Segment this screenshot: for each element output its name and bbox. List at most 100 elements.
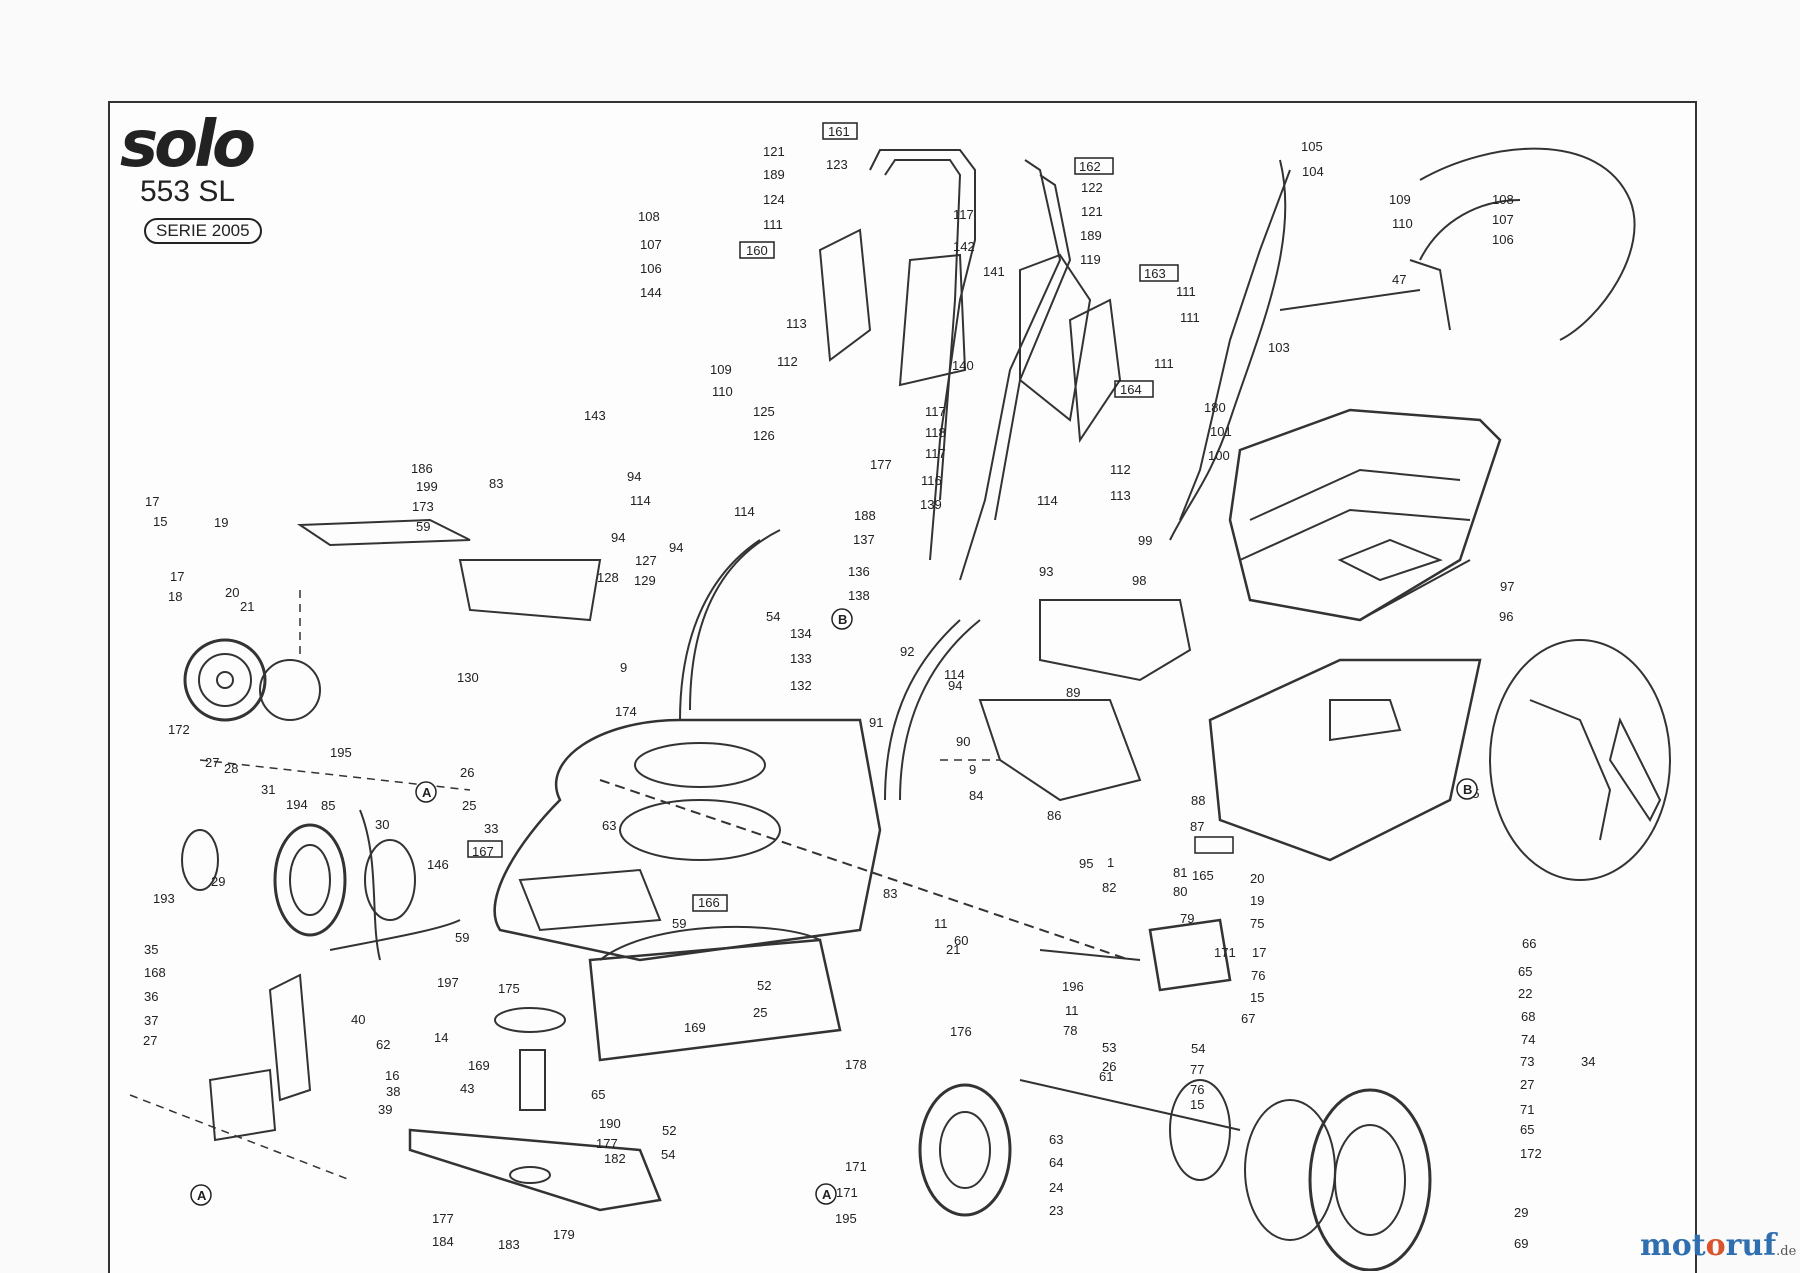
part-label: 35 bbox=[144, 942, 158, 957]
part-label: 117 bbox=[925, 446, 946, 461]
part-label: 82 bbox=[1102, 880, 1116, 895]
part-label: 99 bbox=[1138, 533, 1152, 548]
part-label: B bbox=[1463, 782, 1472, 797]
part-label: 111 bbox=[763, 217, 783, 232]
part-label: 27 bbox=[1520, 1077, 1534, 1092]
part-label: 22 bbox=[1518, 986, 1532, 1001]
part-label: 59 bbox=[672, 916, 686, 931]
part-label: 59 bbox=[416, 519, 430, 534]
serie-badge: SERIE 2005 bbox=[144, 218, 262, 244]
part-label: A bbox=[197, 1188, 207, 1203]
detail-ref-circle bbox=[190, 1184, 212, 1206]
part-label: 33 bbox=[484, 821, 498, 836]
part-label: 114 bbox=[1037, 493, 1058, 508]
part-label: 162 bbox=[1079, 159, 1101, 174]
part-label: 101 bbox=[1210, 424, 1232, 439]
part-label: 20 bbox=[225, 585, 239, 600]
part-label: 9 bbox=[969, 762, 976, 777]
part-label: B bbox=[838, 612, 847, 627]
part-label: 59 bbox=[455, 930, 469, 945]
part-label: 164 bbox=[1120, 382, 1142, 397]
part-label: 24 bbox=[1049, 1180, 1063, 1195]
watermark-part2: o bbox=[1705, 1228, 1726, 1263]
part-label: 167 bbox=[472, 844, 494, 859]
part-label: 21 bbox=[240, 599, 254, 614]
part-label: 142 bbox=[953, 239, 975, 254]
part-label: 53 bbox=[1102, 1040, 1116, 1055]
brand-logo: solo bbox=[120, 108, 256, 182]
part-label: 169 bbox=[468, 1058, 490, 1073]
part-label: 141 bbox=[983, 264, 1005, 279]
part-label: 100 bbox=[1208, 448, 1230, 463]
part-label: 69 bbox=[1514, 1236, 1528, 1251]
part-label: 171 bbox=[1214, 945, 1236, 960]
part-label: 65 bbox=[591, 1087, 605, 1102]
part-label: 52 bbox=[757, 978, 771, 993]
part-label: 88 bbox=[1191, 793, 1205, 808]
part-label: 174 bbox=[615, 704, 637, 719]
part-label: 68 bbox=[1521, 1009, 1535, 1024]
motoruf-watermark: motoruf.de bbox=[1640, 1228, 1796, 1263]
part-label: 179 bbox=[553, 1227, 575, 1242]
part-label: 21 bbox=[946, 942, 960, 957]
part-label: 121 bbox=[1081, 204, 1103, 219]
part-label: 27 bbox=[143, 1033, 157, 1048]
part-label: 133 bbox=[790, 651, 812, 666]
part-label: 63 bbox=[1049, 1132, 1063, 1147]
part-label: 17 bbox=[1252, 945, 1266, 960]
part-label: 194 bbox=[286, 797, 308, 812]
part-label: 71 bbox=[1520, 1102, 1534, 1117]
part-label: 140 bbox=[952, 358, 974, 373]
part-label: 112 bbox=[777, 354, 798, 369]
part-label: 130 bbox=[457, 670, 479, 685]
part-label: 172 bbox=[1520, 1146, 1542, 1161]
part-label: 64 bbox=[1049, 1155, 1063, 1170]
part-label: 126 bbox=[753, 428, 775, 443]
part-label: 119 bbox=[1080, 252, 1101, 267]
part-label: 137 bbox=[853, 532, 875, 547]
part-label: 125 bbox=[753, 404, 775, 419]
part-label: 19 bbox=[1250, 893, 1264, 908]
part-label: 114 bbox=[734, 504, 755, 519]
part-label: 62 bbox=[376, 1037, 390, 1052]
part-label: 25 bbox=[462, 798, 476, 813]
part-label: 112 bbox=[1110, 462, 1131, 477]
part-label: 190 bbox=[599, 1116, 621, 1131]
detail-ref-circle bbox=[415, 781, 437, 803]
part-label: 180 bbox=[1204, 400, 1226, 415]
part-label: 106 bbox=[1492, 232, 1514, 247]
part-label: 171 bbox=[836, 1185, 858, 1200]
model-name: 553 SL bbox=[140, 175, 236, 208]
part-label: 97 bbox=[1500, 579, 1514, 594]
part-label: 75 bbox=[1250, 916, 1264, 931]
part-label: 19 bbox=[214, 515, 228, 530]
part-label: 65 bbox=[1520, 1122, 1534, 1137]
part-label: 66 bbox=[1522, 936, 1536, 951]
part-label: 108 bbox=[1492, 192, 1514, 207]
part-label: 67 bbox=[1241, 1011, 1255, 1026]
part-label: 160 bbox=[746, 243, 768, 258]
part-label: 83 bbox=[489, 476, 503, 491]
watermark-part3: ruf bbox=[1725, 1228, 1777, 1263]
part-label: 113 bbox=[786, 316, 807, 331]
part-label: 87 bbox=[1190, 819, 1204, 834]
detail-ref-circle bbox=[1456, 778, 1478, 800]
part-label: 177 bbox=[432, 1211, 454, 1226]
part-label: 114 bbox=[944, 667, 965, 682]
part-label: 40 bbox=[351, 1012, 365, 1027]
part-label: 54 bbox=[661, 1147, 675, 1162]
part-label: 93 bbox=[1039, 564, 1053, 579]
part-label: 177 bbox=[596, 1136, 618, 1151]
part-label: 166 bbox=[698, 895, 720, 910]
part-label: 63 bbox=[602, 818, 616, 833]
part-label: 143 bbox=[584, 408, 606, 423]
part-label: 38 bbox=[386, 1084, 400, 1099]
part-label: 15 bbox=[153, 514, 167, 529]
part-label: 94 bbox=[627, 469, 641, 484]
part-label: 16 bbox=[385, 1068, 399, 1083]
part-label: 108 bbox=[638, 209, 660, 224]
part-label: 76 bbox=[1251, 968, 1265, 983]
part-label: 37 bbox=[144, 1013, 158, 1028]
part-label: 114 bbox=[630, 493, 651, 508]
part-label: 183 bbox=[498, 1237, 520, 1252]
